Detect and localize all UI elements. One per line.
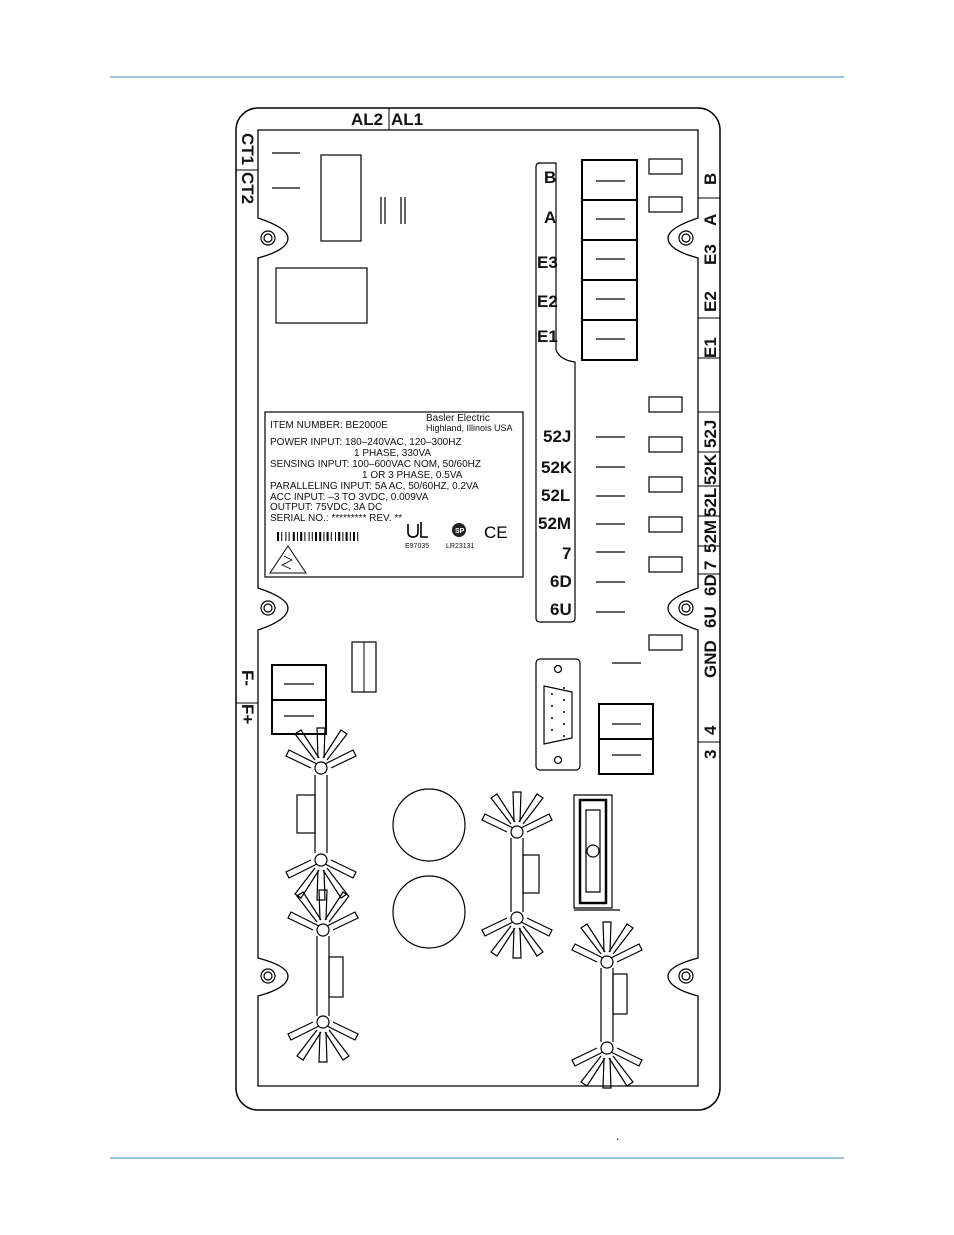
inner-label-e1: E1 [537, 327, 558, 346]
nameplate-output: OUTPUT: 75VDC, 3A DC [270, 502, 382, 513]
nameplate-sensing-input-2: 1 OR 3 PHASE, 0.5VA [362, 470, 463, 481]
label-ct2: CT2 [238, 172, 257, 204]
edge-label-e3: E3 [701, 244, 720, 265]
nameplate-paralleling-input: PARALLELING INPUT: 5A AC, 50/60HZ, 0.2VA [270, 481, 479, 492]
nameplate-sensing-input-1: SENSING INPUT: 100–600VAC NOM, 50/60HZ [270, 459, 481, 470]
label-al1: AL1 [391, 110, 423, 129]
inner-label-a: A [544, 208, 556, 227]
inner-label-52m: 52M [538, 514, 571, 533]
heat-sinks [285, 727, 643, 1089]
nameplate-maker-1: Basler Electric [426, 413, 490, 424]
inner-label-7: 7 [562, 544, 571, 563]
edge-label-e1: E1 [701, 337, 720, 358]
edge-label-gnd: GND [701, 640, 720, 678]
edge-label-52j: 52J [701, 420, 720, 448]
lower-spade-terminals [596, 396, 683, 664]
label-al2: AL2 [351, 110, 383, 129]
ul-mark-icon [407, 522, 428, 538]
upper-terminal-block [581, 158, 683, 361]
edge-label-6u: 6U [701, 606, 720, 628]
label-ct1: CT1 [238, 133, 257, 165]
inner-label-6u: 6U [550, 600, 572, 619]
nameplate-item-number: ITEM NUMBER: BE2000E [270, 420, 388, 431]
nameplate-power-input-1: POWER INPUT: 180–240VAC, 120–300HZ [270, 437, 462, 448]
edge-label-52l: 52L [701, 488, 720, 517]
mounting-holes [260, 230, 694, 984]
svg-text:SP: SP [455, 528, 465, 535]
edge-label-52m: 52M [701, 520, 720, 553]
footer-mark: . [616, 1129, 619, 1143]
aux-terminal-block [598, 703, 654, 775]
edge-label-b: B [701, 173, 720, 185]
edge-label-4: 4 [701, 725, 720, 735]
warning-triangle-icon [269, 545, 307, 574]
edge-label-7: 7 [701, 561, 720, 570]
field-terminal-block [271, 641, 377, 735]
label-f-plus: F+ [238, 704, 257, 724]
edge-label-52k: 52K [701, 453, 720, 485]
db9-connector [535, 658, 581, 771]
edge-label-3: 3 [701, 750, 720, 759]
outer-plate [235, 107, 721, 1111]
inner-label-b: B [544, 168, 556, 187]
capacitors [392, 788, 466, 949]
ce-mark: CE [484, 523, 508, 542]
label-f-minus: F- [238, 670, 257, 686]
footer-rule [110, 1157, 844, 1159]
barcode-graphic [277, 532, 359, 541]
nameplate: ITEM NUMBER: BE2000E Basler Electric Hig… [264, 411, 524, 578]
inner-board [257, 129, 699, 1087]
edge-label-e2: E2 [701, 291, 720, 312]
inner-label-52j: 52J [543, 427, 571, 446]
ul-file-number: E97035 [405, 543, 429, 550]
edge-label-a: A [701, 214, 720, 226]
inner-label-52k: 52K [541, 458, 573, 477]
inner-label-52l: 52L [541, 486, 570, 505]
nameplate-power-input-2: 1 PHASE, 330VA [354, 448, 431, 459]
fuse-holder [573, 794, 620, 911]
terminal-label-strip [535, 162, 576, 623]
inner-label-6d: 6D [550, 572, 572, 591]
inner-label-e2: E2 [537, 292, 558, 311]
nameplate-maker-2: Highland, Illinois USA [426, 423, 513, 433]
csa-file-number: LR23131 [446, 543, 475, 550]
ct-area [272, 152, 406, 324]
header-rule [110, 76, 844, 78]
inner-label-e3: E3 [537, 253, 558, 272]
nameplate-serial: SERIAL NO.: ********* REV. ** [270, 513, 402, 524]
nameplate-acc-input: ACC INPUT: –3 TO 3VDC, 0.009VA [270, 492, 429, 503]
edge-label-6d: 6D [701, 574, 720, 596]
right-edge-dividers [698, 197, 720, 743]
csa-mark-icon: SP [452, 523, 466, 537]
